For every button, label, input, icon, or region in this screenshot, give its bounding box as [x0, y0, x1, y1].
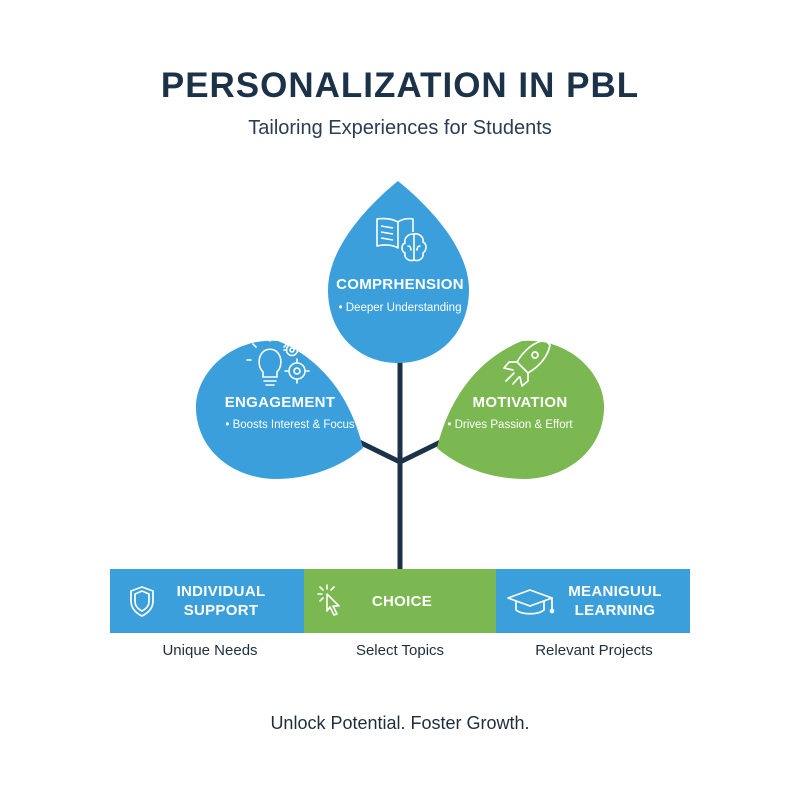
leaf-motivation-title: MOTIVATION — [472, 394, 568, 411]
box-individual-support-bg — [110, 569, 304, 633]
box-choice-label: CHOICE — [371, 593, 433, 610]
box-meaningful-learning-caption: Relevant Projects — [535, 642, 653, 659]
shield-icon — [130, 586, 154, 617]
leaf-comprehension-title: COMPRHENSION — [336, 276, 464, 293]
leaf-engagement-title: ENGAGEMENT — [224, 394, 336, 411]
box-meaningful-learning-label: MEANIGUUL LEARNING — [568, 583, 662, 619]
page-subtitle: Tailoring Experiences for Students — [248, 117, 552, 139]
leaf-comprehension-desc: • Deeper Understanding — [338, 302, 462, 314]
page-title: PERSONALIZATION IN PBL — [160, 66, 640, 105]
cursor-click-icon — [317, 584, 340, 616]
gears-icon — [283, 341, 310, 384]
book-icon — [376, 217, 414, 249]
box-choice-bg — [304, 569, 496, 633]
box-choice-caption: Select Topics — [355, 642, 445, 659]
brain-icon — [401, 233, 427, 262]
lightbulb-icon — [246, 336, 288, 386]
leaf-engagement — [195, 340, 363, 479]
leaf-engagement-desc: • Boosts Interest & Focus — [225, 419, 355, 431]
leaf-motivation-desc: • Drives Passion & Effort — [447, 419, 573, 431]
leaf-motivation — [437, 340, 605, 479]
box-individual-support-label: INDIVIDUAL SUPPORT — [176, 583, 266, 619]
footer-tagline: Unlock Potential. Foster Growth. — [270, 713, 530, 733]
box-meaningful-learning-bg — [496, 569, 690, 633]
box-individual-support-caption: Unique Needs — [162, 642, 258, 659]
rocket-icon — [503, 339, 551, 387]
leaf-comprehension — [328, 181, 469, 363]
graduation-cap-icon — [507, 589, 555, 615]
